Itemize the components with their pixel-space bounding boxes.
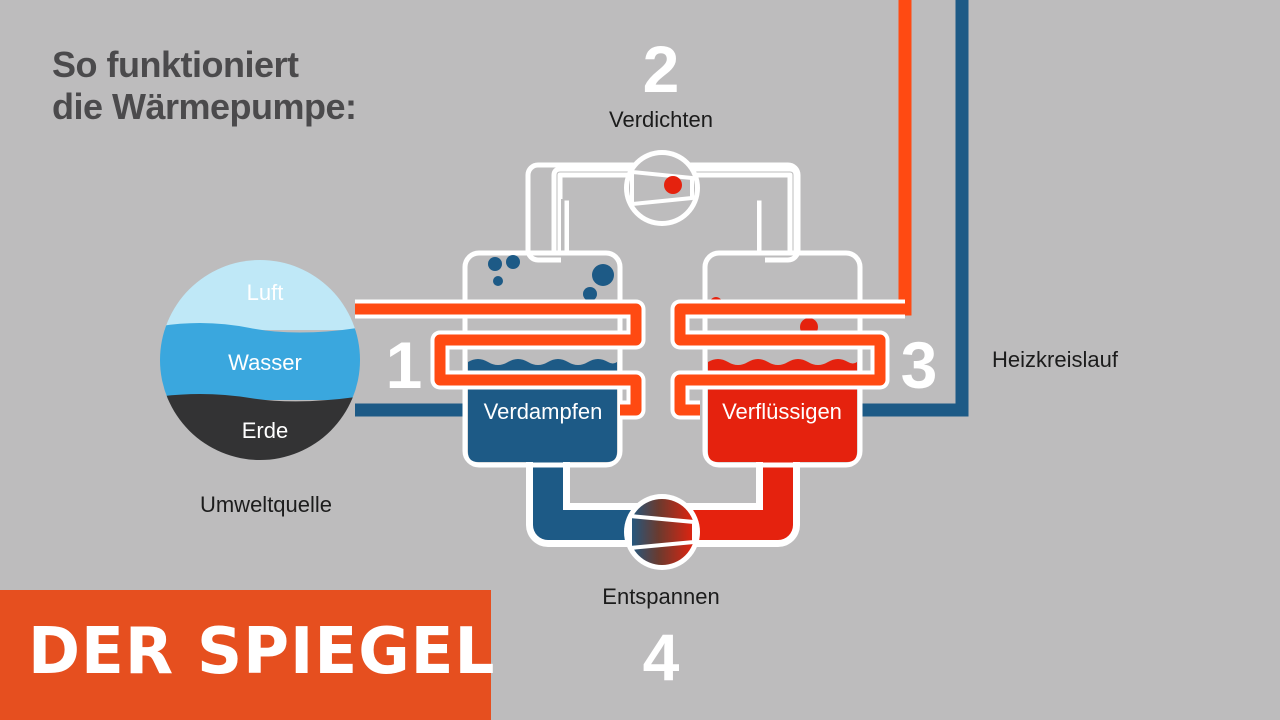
step-3-number: 3 [901, 328, 938, 402]
water-layer [160, 323, 360, 400]
source-label: Umweltquelle [200, 492, 332, 517]
step-4-label: Entspannen [602, 584, 719, 609]
condenser [702, 250, 863, 468]
compressor-icon [624, 150, 700, 226]
step-3-label: Verflüssigen [722, 399, 842, 424]
step-1-number: 1 [386, 328, 423, 402]
expansion-valve-icon [624, 494, 700, 570]
heating-return-pipe [860, 0, 969, 417]
source-layer-earth-label: Erde [242, 418, 288, 443]
source-layer-water-label: Wasser [228, 350, 302, 375]
step-2-label: Verdichten [609, 107, 713, 132]
title-line-1: So funktioniert [52, 44, 299, 85]
vapor-bubble [493, 276, 503, 286]
brand-logo-text: DER SPIEGEL [28, 615, 496, 689]
brand-logo: DER SPIEGEL [0, 590, 494, 720]
step-2-number: 2 [643, 32, 680, 106]
step-4-number: 4 [643, 620, 680, 694]
heat-exchanger-coils [355, 299, 905, 420]
evaporator [462, 250, 623, 468]
refrigerant-top-loop [525, 162, 801, 269]
step-1-label: Verdampfen [484, 399, 603, 424]
vapor-bubble [583, 287, 597, 301]
heating-circuit-label: Heizkreislauf [992, 347, 1119, 372]
environmental-source: Luft Wasser Erde [160, 260, 360, 460]
title-line-2: die Wärmepumpe: [52, 86, 357, 127]
page-title: So funktioniert die Wärmepumpe: [52, 44, 357, 128]
vapor-bubble [506, 255, 520, 269]
source-layer-air-label: Luft [247, 280, 284, 305]
vapor-bubble [592, 264, 614, 286]
vapor-bubble [488, 257, 502, 271]
